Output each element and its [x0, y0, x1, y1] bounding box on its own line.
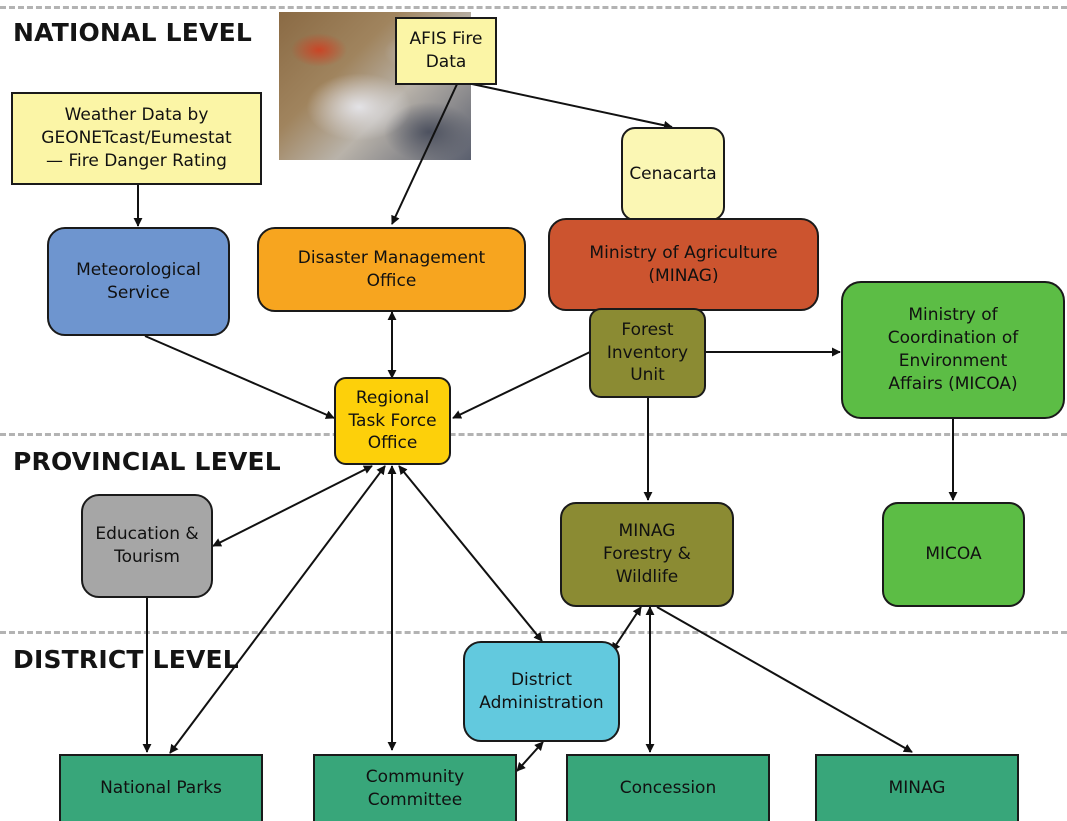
minag-district-box: MINAG: [815, 754, 1019, 821]
arrow-taskforce-districtadmin: [398, 465, 543, 642]
regional-task-force-office-label: Regional Task Force Office: [348, 387, 437, 454]
minag-forestry-wildlife-label: MINAG Forestry & Wildlife: [603, 521, 691, 587]
ministry-of-agriculture-box: Ministry of Agriculture (MINAG): [548, 218, 819, 311]
forest-inventory-unit-box: Forest Inventory Unit: [589, 308, 706, 398]
education-tourism-label: Education & Tourism: [95, 524, 199, 567]
weather-data-box: Weather Data by GEONETcast/Eumestat — Fi…: [11, 92, 262, 185]
community-committee-box: Community Committee: [313, 754, 517, 821]
education-tourism-box: Education & Tourism: [81, 494, 213, 598]
arrow-districtadmin-community: [516, 741, 544, 772]
micoa-ministry-label: Ministry of Coordination of Environment …: [887, 305, 1019, 394]
afis-fire-data-label: AFIS Fire Data: [409, 29, 483, 72]
arrow-taskforce-education: [212, 465, 373, 547]
district-administration-box: District Administration: [463, 641, 620, 742]
micoa-ministry-box: Ministry of Coordination of Environment …: [841, 281, 1065, 419]
ministry-of-agriculture-label: Ministry of Agriculture (MINAG): [589, 242, 778, 286]
concession-box: Concession: [566, 754, 770, 821]
community-committee-label: Community Committee: [365, 766, 465, 810]
micoa-provincial-label: MICOA: [925, 544, 982, 565]
national-parks-label: National Parks: [100, 778, 222, 799]
district-administration-label: District Administration: [479, 669, 604, 713]
disaster-management-office-label: Disaster Management Office: [297, 247, 486, 291]
meteorological-service-label: Meteorological Service: [76, 259, 201, 303]
top-divider: [0, 6, 1067, 9]
national-level-label: NATIONAL LEVEL: [13, 18, 253, 47]
cenacarta-box: Cenacarta: [621, 127, 725, 221]
meteorological-service-box: Meteorological Service: [47, 227, 230, 336]
forest-inventory-unit-label: Forest Inventory Unit: [606, 319, 689, 386]
regional-task-force-office-box: Regional Task Force Office: [334, 377, 451, 465]
arrow-minagforestry-minag: [656, 606, 913, 753]
weather-data-label: Weather Data by GEONETcast/Eumestat — Fi…: [41, 105, 232, 171]
minag-district-label: MINAG: [888, 778, 946, 799]
arrow-meteorological-taskforce: [144, 335, 335, 419]
arrow-afis-disaster: [391, 81, 459, 225]
national-parks-box: National Parks: [59, 754, 263, 821]
arrow-taskforce-nationalparks: [169, 465, 386, 754]
micoa-provincial-box: MICOA: [882, 502, 1025, 607]
arrow-forestinventory-taskforce: [452, 351, 591, 419]
arrow-afis-cenacarta: [471, 83, 673, 130]
arrow-minagforestry-districtadmin: [611, 606, 642, 652]
disaster-management-office-box: Disaster Management Office: [257, 227, 526, 312]
concession-label: Concession: [619, 778, 717, 799]
minag-forestry-wildlife-box: MINAG Forestry & Wildlife: [560, 502, 734, 607]
national-provincial-divider: [0, 433, 1067, 436]
cenacarta-label: Cenacarta: [629, 163, 717, 184]
afis-fire-data-box: AFIS Fire Data: [395, 17, 497, 85]
